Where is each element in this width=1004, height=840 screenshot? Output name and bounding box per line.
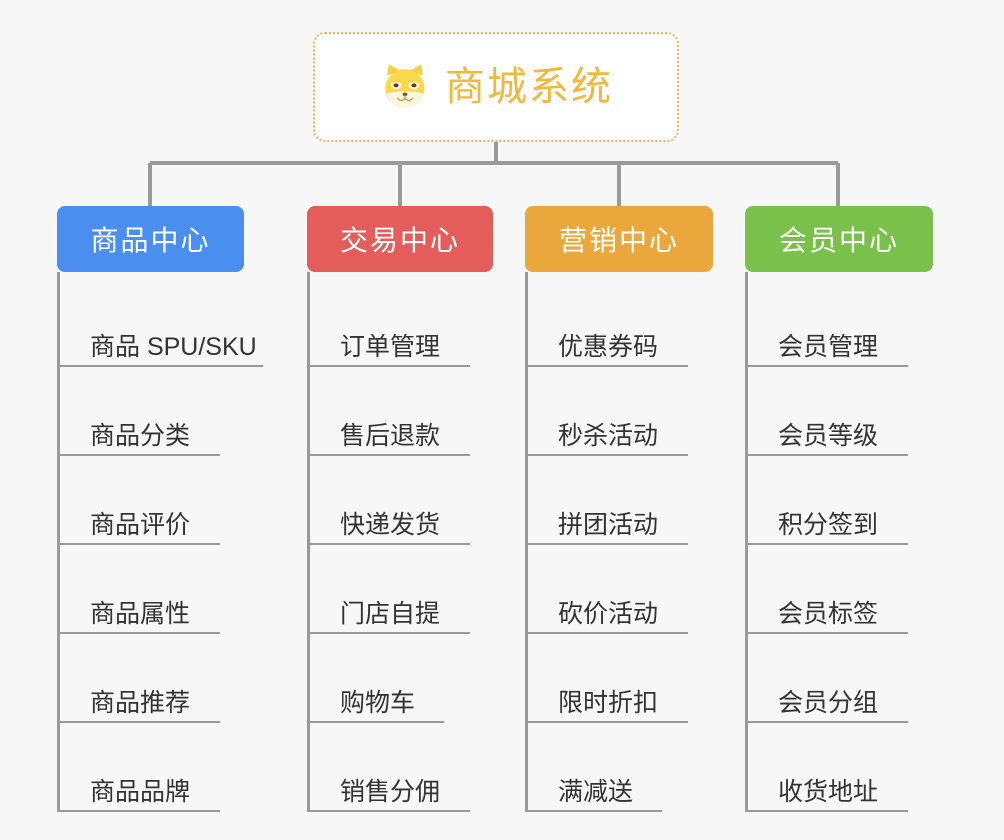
category-header-trade-center[interactable]: 交易中心 [307,206,493,272]
list-item[interactable]: 销售分佣 [307,723,493,812]
leaf-label: 会员标签 [778,599,879,628]
leaf-label: 会员分组 [778,688,879,717]
leaf-underline [57,721,220,723]
leaf-underline [307,543,470,545]
list-item[interactable]: 门店自提 [307,545,493,634]
list-item[interactable]: 会员分组 [745,634,933,723]
leaf-label: 会员等级 [778,421,879,450]
leaf-underline [745,365,908,367]
leaf-list-trade-center: 订单管理 售后退款 快递发货 门店自提 购物车 销售分佣 [307,272,493,812]
category-header-product-center[interactable]: 商品中心 [57,206,244,272]
leaf-underline [307,632,470,634]
leaf-underline [57,632,220,634]
leaf-label: 砍价活动 [558,599,659,628]
list-item[interactable]: 商品属性 [57,545,257,634]
leaf-list-member-center: 会员管理 会员等级 积分签到 会员标签 会员分组 收货地址 [745,272,933,812]
leaf-label: 购物车 [340,688,416,717]
list-item[interactable]: 商品推荐 [57,634,257,723]
leaf-underline [57,543,220,545]
list-item[interactable]: 优惠券码 [525,278,713,367]
list-item[interactable]: 会员管理 [745,278,933,367]
leaf-label: 拼团活动 [558,510,659,539]
leaf-underline [525,632,688,634]
leaf-underline [57,810,220,812]
leaf-label: 商品品牌 [90,777,191,806]
leaf-underline [525,543,688,545]
root-title: 商城系统 [445,65,613,109]
category-label: 交易中心 [339,225,460,256]
leaf-underline [57,454,220,456]
leaf-underline [745,810,908,812]
category-label: 会员中心 [778,225,899,256]
list-item[interactable]: 收货地址 [745,723,933,812]
list-item[interactable]: 积分签到 [745,456,933,545]
leaf-label: 订单管理 [340,332,441,361]
leaf-underline [307,454,470,456]
leaf-underline [745,454,908,456]
list-item[interactable]: 商品评价 [57,456,257,545]
leaf-label: 会员管理 [778,332,879,361]
leaf-label: 商品分类 [90,421,191,450]
leaf-underline [525,810,662,812]
leaf-underline [745,721,908,723]
leaf-label: 商品 SPU/SKU [90,332,257,361]
list-item[interactable]: 购物车 [307,634,493,723]
leaf-underline [307,721,444,723]
leaf-label: 满减送 [558,777,634,806]
list-item[interactable]: 快递发货 [307,456,493,545]
leaf-underline [745,632,908,634]
list-item[interactable]: 会员标签 [745,545,933,634]
category-column-trade-center: 交易中心 订单管理 售后退款 快递发货 门店自提 购物车 [307,206,493,812]
list-item[interactable]: 订单管理 [307,278,493,367]
leaf-label: 秒杀活动 [558,421,659,450]
root-node[interactable]: 商城系统 [313,32,679,142]
leaf-label: 销售分佣 [340,777,441,806]
category-label: 营销中心 [558,225,679,256]
list-item[interactable]: 售后退款 [307,367,493,456]
leaf-label: 商品评价 [90,510,191,539]
category-column-member-center: 会员中心 会员管理 会员等级 积分签到 会员标签 会员分组 [745,206,933,812]
leaf-label: 快递发货 [340,510,441,539]
list-item[interactable]: 商品品牌 [57,723,257,812]
category-header-marketing-center[interactable]: 营销中心 [525,206,713,272]
leaf-label: 积分签到 [778,510,879,539]
leaf-underline [307,365,470,367]
leaf-list-marketing-center: 优惠券码 秒杀活动 拼团活动 砍价活动 限时折扣 满减送 [525,272,713,812]
list-item[interactable]: 会员等级 [745,367,933,456]
leaf-label: 门店自提 [340,599,441,628]
leaf-label: 收货地址 [778,777,879,806]
list-item[interactable]: 砍价活动 [525,545,713,634]
leaf-underline [307,810,470,812]
shiba-dog-face-icon [385,64,425,109]
category-header-member-center[interactable]: 会员中心 [745,206,933,272]
leaf-underline [525,365,688,367]
leaf-underline [57,365,263,367]
leaf-label: 商品属性 [90,599,191,628]
list-item[interactable]: 秒杀活动 [525,367,713,456]
list-item[interactable]: 限时折扣 [525,634,713,723]
list-item[interactable]: 满减送 [525,723,713,812]
leaf-underline [745,543,908,545]
leaf-underline [525,721,688,723]
leaf-underline [525,454,688,456]
leaf-label: 限时折扣 [558,688,659,717]
leaf-label: 商品推荐 [90,688,191,717]
list-item[interactable]: 拼团活动 [525,456,713,545]
list-item[interactable]: 商品分类 [57,367,257,456]
category-label: 商品中心 [90,225,211,256]
leaf-list-product-center: 商品 SPU/SKU 商品分类 商品评价 商品属性 商品推荐 商品品牌 [57,272,263,812]
list-item[interactable]: 商品 SPU/SKU [57,278,263,367]
leaf-label: 售后退款 [340,421,441,450]
category-column-product-center: 商品中心 商品 SPU/SKU 商品分类 商品评价 商品属性 商品推荐 [57,206,263,812]
leaf-label: 优惠券码 [558,332,659,361]
category-column-marketing-center: 营销中心 优惠券码 秒杀活动 拼团活动 砍价活动 限时折扣 [525,206,713,812]
